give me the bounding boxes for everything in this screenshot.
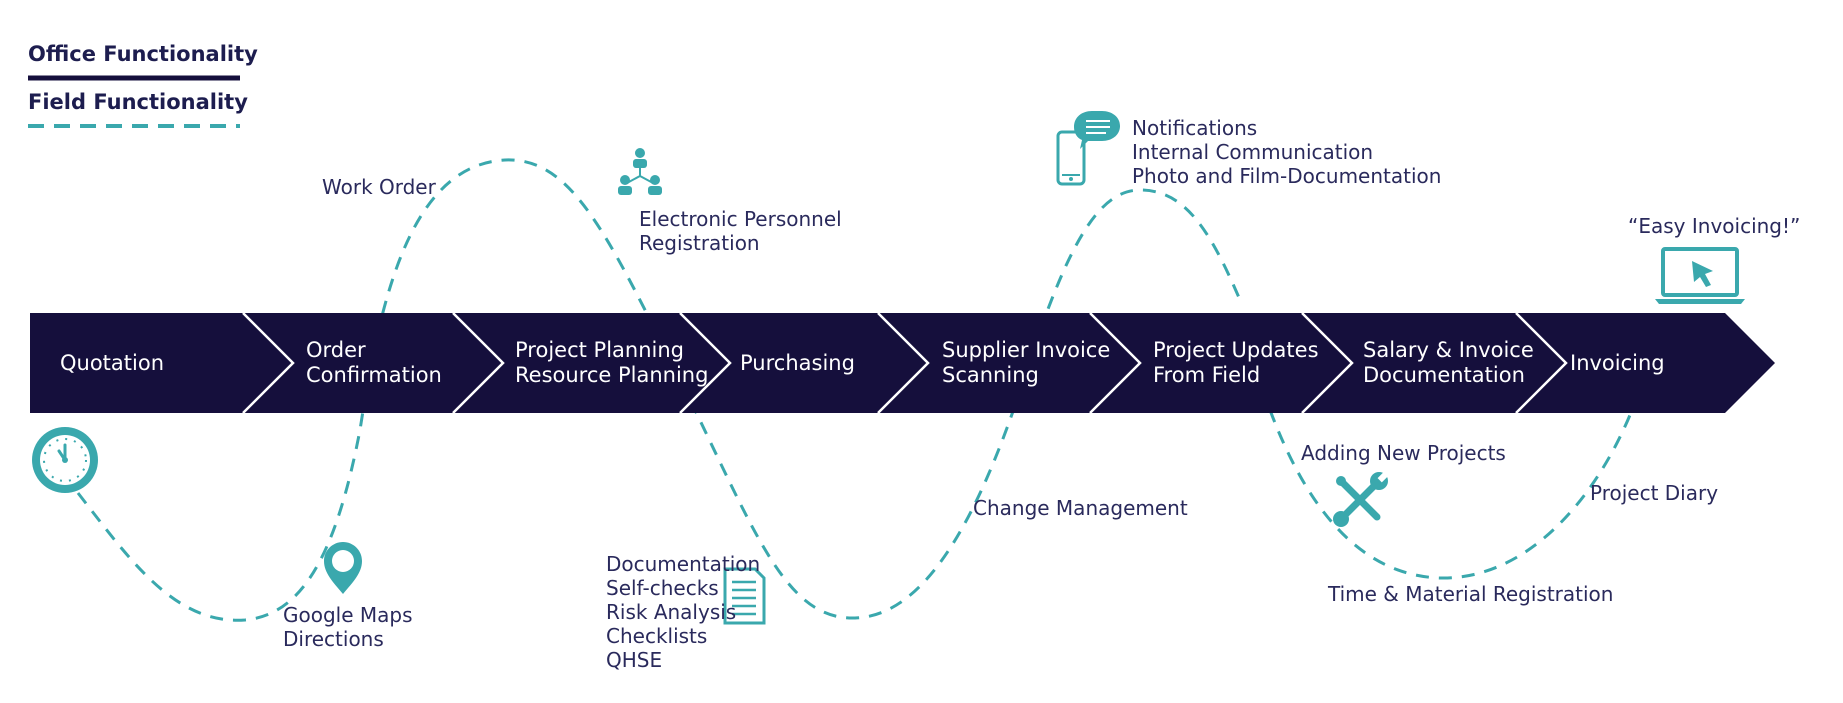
process-band	[30, 313, 1775, 413]
clock-icon	[32, 427, 98, 493]
label-documentation: Documentation Self-checks Risk Analysis …	[606, 552, 761, 672]
label-change-management: Change Management	[973, 496, 1188, 520]
separator-5	[1089, 312, 1142, 414]
step-invoicing: Invoicing	[1570, 350, 1665, 375]
label-communication: Notifications Internal Communication Pho…	[1132, 116, 1442, 188]
legend-office-line	[28, 75, 240, 81]
label-easy-invoicing: “Easy Invoicing!”	[1628, 214, 1801, 238]
org-chart-icon	[618, 148, 662, 195]
phone-chat-icon	[1056, 111, 1120, 186]
field-wave-path	[76, 158, 1242, 622]
label-time-material: Time & Material Registration	[1328, 582, 1614, 606]
label-project-diary: Project Diary	[1590, 481, 1719, 505]
label-google-maps: Google Maps Directions	[283, 603, 413, 651]
label-adding-new-projects: Adding New Projects	[1301, 441, 1506, 465]
separator-7	[1515, 312, 1568, 414]
separator-1	[242, 312, 295, 414]
legend-field-label: Field Functionality	[28, 90, 248, 114]
field-wave-path-right	[1268, 409, 1632, 580]
separator-6	[1301, 312, 1354, 414]
laptop-cursor-icon	[1655, 247, 1745, 304]
step-quotation: Quotation	[60, 350, 165, 375]
legend-field-line	[28, 124, 240, 128]
step-purchasing: Purchasing	[740, 350, 855, 375]
label-personnel-registration: Electronic Personnel Registration	[639, 207, 842, 255]
tools-icon	[1333, 470, 1390, 527]
step-separators	[242, 312, 1568, 414]
label-work-order: Work Order	[322, 175, 436, 199]
separator-4	[877, 312, 930, 414]
separator-2	[452, 312, 505, 414]
separator-3	[679, 312, 732, 414]
document-icon	[723, 567, 766, 625]
legend-office-label: Office Functionality	[28, 42, 258, 66]
map-pin-icon	[324, 542, 362, 594]
